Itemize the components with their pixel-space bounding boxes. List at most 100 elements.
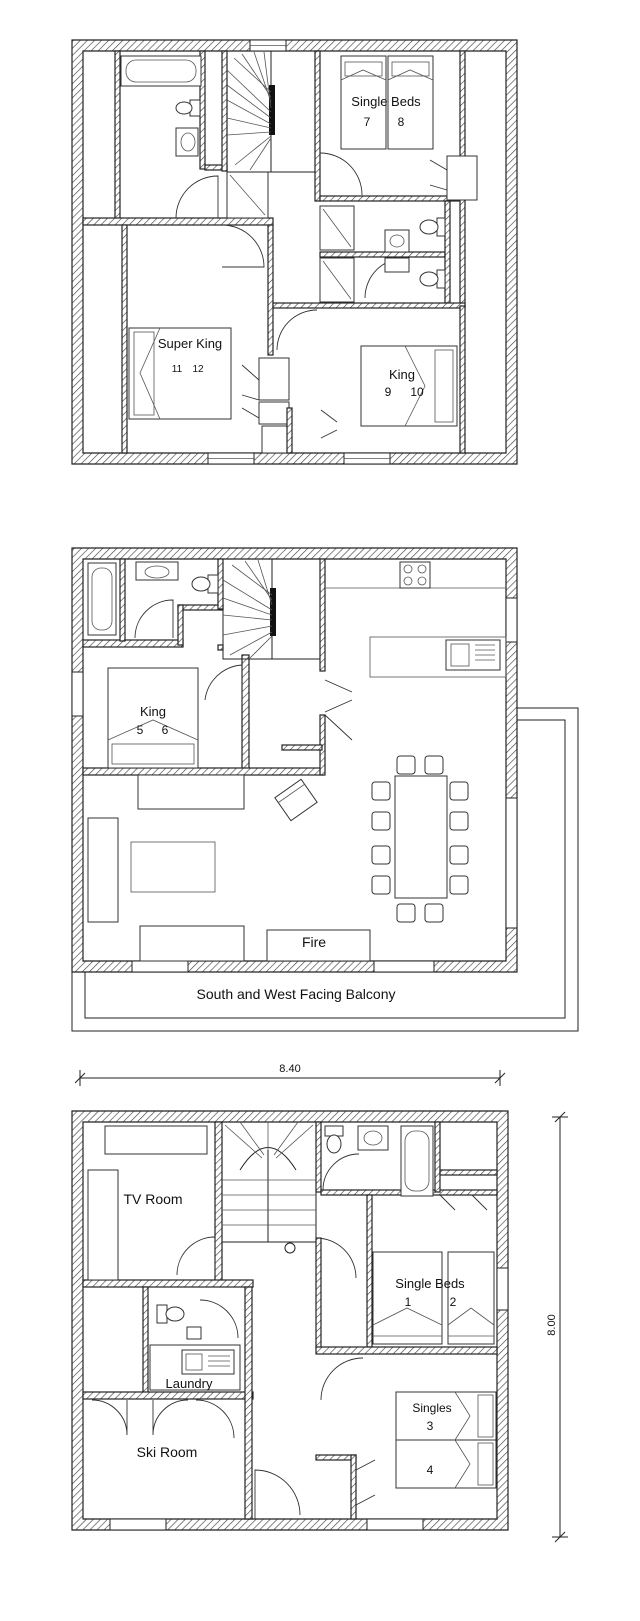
single-beds-7-8 [340,55,434,150]
label-king-top: King [389,367,415,382]
laundry-door [199,1299,239,1339]
bottom-door-singles [320,1357,364,1401]
wardrobe-doors [429,159,448,191]
middle-door-bath [134,599,174,639]
sofa-north [137,774,245,810]
bottom-door-tv [176,1236,216,1276]
super-king-bed [128,327,232,420]
wardrobe-top-right [446,155,478,201]
bottom-door-hall [315,1237,357,1279]
fireplace [266,929,371,962]
label-laundry: Laundry [166,1376,213,1391]
ski-door-3 [195,1399,235,1439]
label-tv-room: TV Room [123,1191,182,1207]
label-super-king: Super King [158,336,222,351]
middle-window-west [71,671,84,717]
middle-double-door [324,679,353,741]
label-singles: Singles [412,1401,451,1415]
kitchen [325,561,507,678]
top-floor-plan: Single Beds 7 8 Super King 11 12 [71,39,518,465]
label-bed-2: 2 [450,1295,457,1309]
top-staircase [226,50,316,173]
bottom-window-east [496,1267,509,1311]
toilet [175,99,201,117]
kitchen-island [369,636,507,678]
middle-window-south-1 [131,960,189,973]
label-bed-12: 12 [192,364,204,375]
bottom-staircase [221,1121,317,1254]
top-door-bath [175,175,219,219]
tv-room-sofa-top [104,1125,208,1155]
top-door-king [276,309,318,351]
dimension-height: 8.00 [546,1111,568,1543]
ski-door-2 [152,1399,189,1436]
bottom-wardrobe-doors [439,1194,488,1211]
label-bed-1: 1 [405,1295,412,1309]
label-bed-5: 5 [137,723,144,737]
bottom-outer-walls [71,1110,509,1531]
bathtub [120,55,202,87]
tv-room-sofa-side [87,1169,119,1281]
middle-door-king [204,664,243,705]
middle-window-east-1 [505,597,518,643]
middle-staircase [222,558,321,660]
bottom-bathtub [400,1125,434,1197]
king-bed-9-10 [360,345,458,427]
single-beds-1-2 [372,1251,495,1345]
bottom-window-south-1 [109,1518,167,1531]
label-single-beds-bottom: Single Beds [395,1276,465,1291]
bottom-closet-doors [355,1459,376,1506]
label-bed-7: 7 [364,115,371,129]
laundry-sink [181,1349,235,1375]
balcony-outer [71,707,579,1032]
bottom-window-south-2 [366,1518,424,1531]
label-ski-room: Ski Room [137,1444,198,1460]
basin-ensuite-2 [384,257,410,273]
label-height: 8.00 [546,1314,558,1335]
sofa-south [139,925,245,962]
label-balcony: South and West Facing Balcony [197,986,396,1002]
sofa-west [87,817,119,923]
wardrobe-middle-2 [258,401,290,425]
bottom-toilet [324,1125,344,1154]
coffee-table [130,841,216,893]
basin [175,127,199,157]
label-bed-8: 8 [398,115,405,129]
middle-bathtub [87,562,117,636]
bottom-floor-plan: 8.00 TV Room [71,1110,568,1543]
king-bed-5-6 [107,667,199,769]
middle-toilet [191,574,219,594]
top-door-superking [221,224,265,268]
basin-ensuite [384,229,410,253]
bottom-door-bath [322,1153,360,1191]
wardrobe-middle [258,357,290,401]
dimension-width: 8.40 [74,1063,506,1086]
cooktop [399,561,431,589]
label-king-middle: King [140,704,166,719]
top-door-singles [319,152,363,196]
balcony-inner [84,719,566,1019]
label-bed-6: 6 [162,723,169,737]
label-bed-10: 10 [410,385,424,399]
top-outer-walls [71,39,518,465]
label-fire: Fire [302,934,326,950]
middle-basin [135,561,179,581]
bottom-basin [357,1125,389,1151]
bottom-entrance-door [254,1469,301,1519]
label-bed-3: 3 [427,1419,434,1433]
middle-outer-walls [71,547,518,973]
middle-window-east-2 [505,797,518,929]
middle-window-south-2 [373,960,435,973]
wardrobe-middle-3 [261,425,291,454]
armchair [274,778,318,822]
middle-interior-walls [82,558,326,776]
ski-door-1 [91,1399,128,1436]
bottom-toilet-2 [156,1304,185,1324]
middle-floor-plan: South and West Facing Balcony [71,547,579,1032]
label-bed-11: 11 [172,364,183,375]
label-bed-9: 9 [385,385,392,399]
label-width: 8.40 [279,1063,300,1075]
label-bed-4: 4 [427,1463,434,1477]
toilet-ensuite-1 [419,217,446,237]
